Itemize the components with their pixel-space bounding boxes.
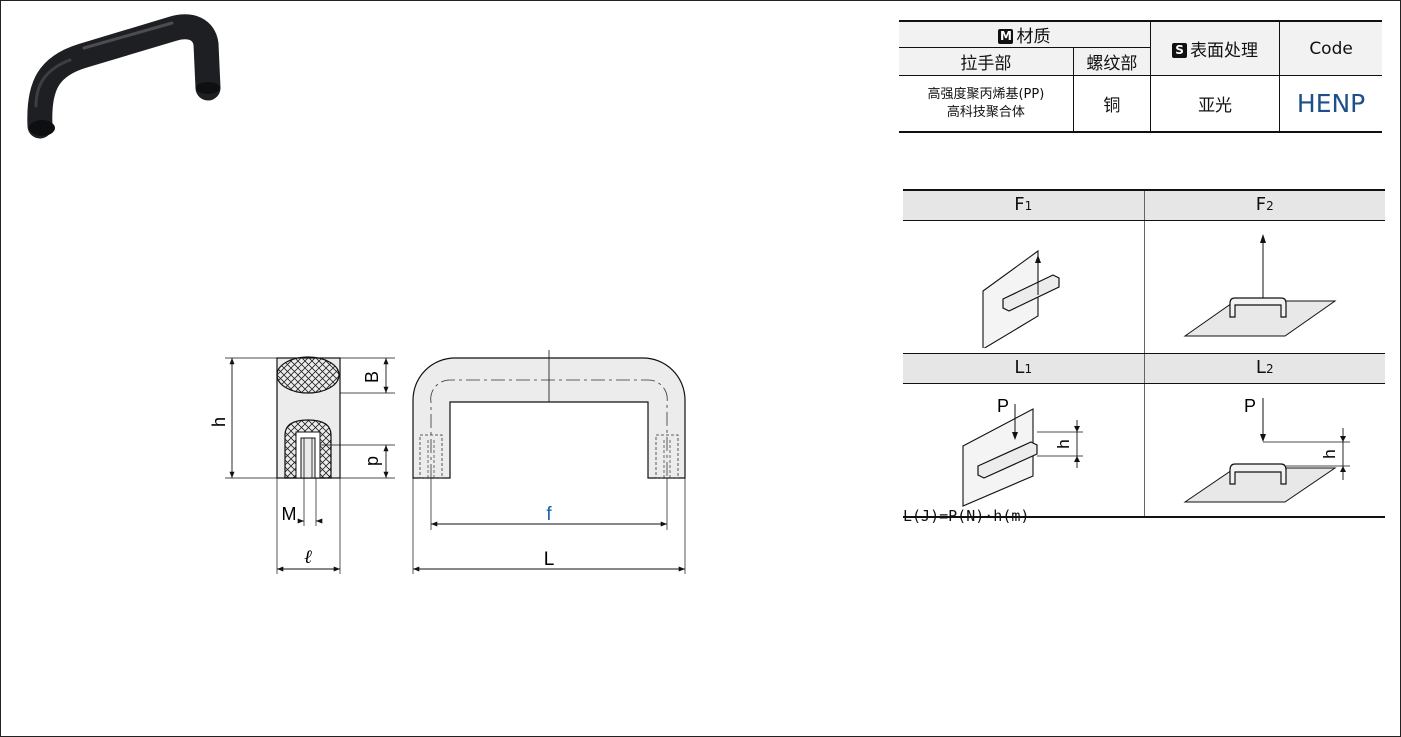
l2-sub: 2 [1265, 362, 1274, 376]
handle-material-line1: 高强度聚丙烯基(PP) [927, 86, 1045, 102]
thread-material: 铜 [1073, 75, 1151, 133]
side-section-view [225, 356, 395, 574]
l1-h-label: h [1054, 439, 1073, 448]
dim-m-label: M [282, 504, 297, 524]
f2-sub: 2 [1266, 199, 1274, 213]
handle-material-line2: 高科技聚合体 [946, 104, 1025, 120]
f1-figure-cell [903, 220, 1145, 354]
f2-main: F [1255, 194, 1267, 215]
l2-header: L2 [1144, 353, 1385, 384]
thread-part-header: 螺纹部 [1073, 47, 1151, 76]
f2-header: F2 [1144, 189, 1385, 221]
material-header: 材质 [1016, 27, 1051, 47]
technical-drawing: h B p M ℓ f L [209, 350, 686, 574]
dim-L-label: L [544, 549, 555, 570]
front-view [412, 350, 686, 574]
handle-photo [27, 14, 221, 139]
f1-sub: 1 [1024, 199, 1033, 213]
l1-header: L1 [903, 353, 1145, 384]
dim-p-label: p [362, 456, 382, 466]
surface-badge: S [1172, 43, 1188, 58]
l1-figure-cell: P h [903, 383, 1145, 518]
f2-figure-cell [1144, 220, 1385, 354]
l1-main: L [1014, 357, 1025, 378]
f2-figure [1182, 234, 1337, 337]
handle-part-header: 拉手部 [899, 47, 1074, 76]
f1-main: F [1014, 194, 1025, 215]
dim-f-label: f [546, 504, 552, 525]
l1-sub: 1 [1024, 362, 1033, 376]
dim-h-label: h [209, 417, 229, 427]
l2-main: L [1255, 357, 1266, 378]
l2-figure-cell: P h [1144, 383, 1385, 518]
code-header: Code [1279, 20, 1382, 76]
code-value: HENP [1279, 75, 1382, 133]
l1-p-label: P [997, 396, 1009, 416]
dim-l-label: ℓ [304, 547, 312, 568]
surface-header: 表面处理 [1190, 41, 1259, 61]
l2-h-label: h [1320, 449, 1339, 458]
handle-material-cell: 高强度聚丙烯基(PP) 高科技聚合体 [899, 75, 1074, 133]
load-table: F1 F2 L1 L2 [903, 189, 1385, 518]
l2-figure: P h [1182, 396, 1350, 503]
f1-header: F1 [903, 189, 1145, 221]
l2-p-label: P [1244, 396, 1256, 416]
material-badge: M [998, 29, 1014, 44]
l1-figure: P h [962, 396, 1083, 507]
moment-formula: L(J)=P(N)·h(m) [903, 507, 1030, 525]
surface-value: 亚光 [1150, 75, 1281, 133]
dim-b-label: B [362, 371, 382, 383]
f1-figure [982, 249, 1060, 350]
